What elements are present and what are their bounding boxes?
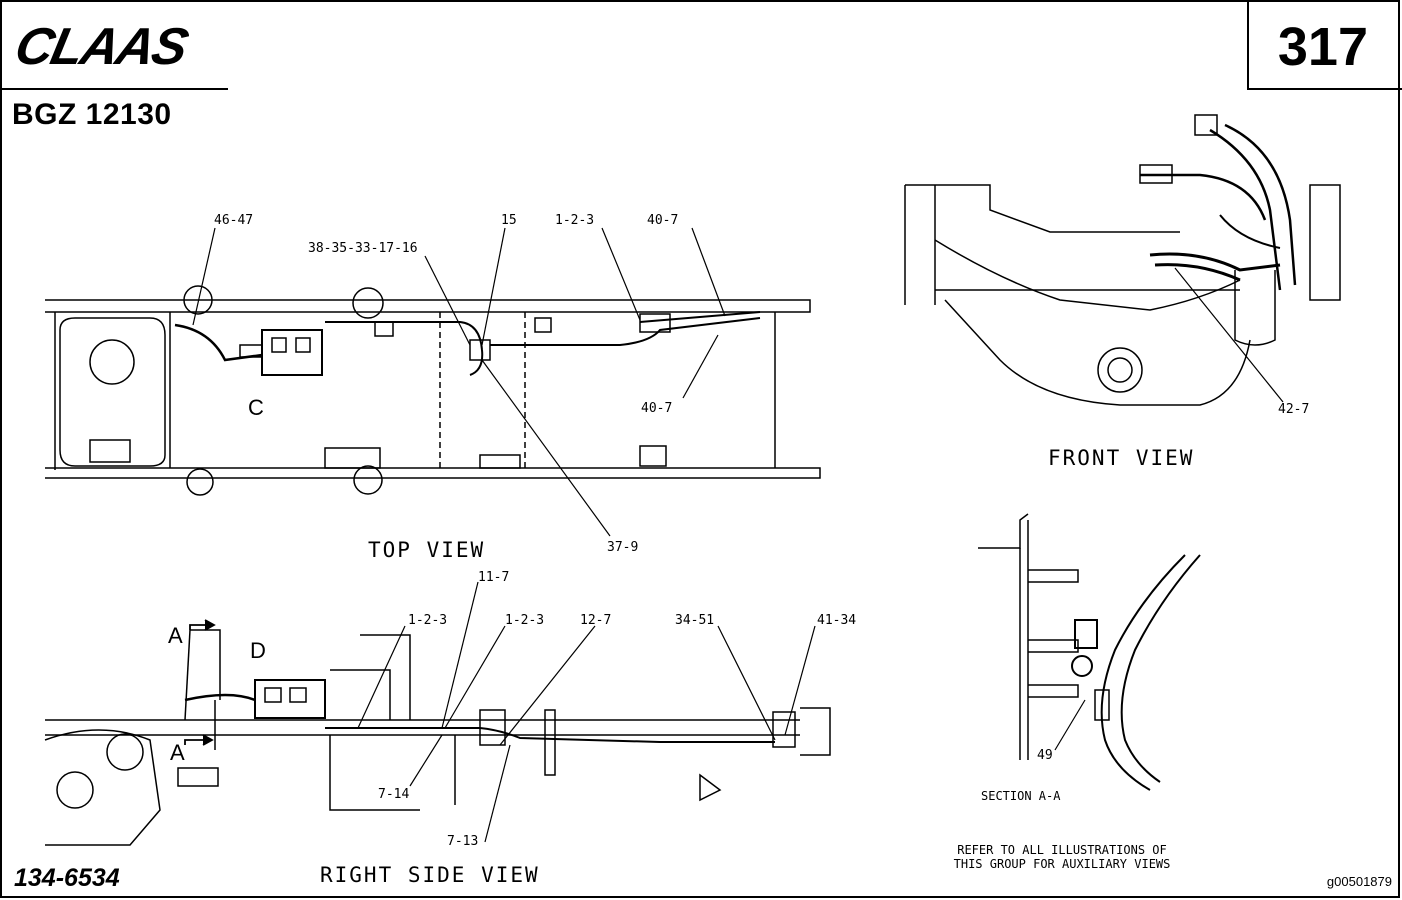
model-title: BGZ 12130: [12, 98, 172, 131]
section-leader: [1054, 699, 1086, 751]
callout-40-7-top: 40-7: [647, 213, 679, 228]
callout-7-14: 7-14: [378, 787, 410, 802]
right-side-view-drawing: [44, 629, 831, 846]
callout-41-34: 41-34: [817, 613, 857, 628]
callout-1-2-3-side-a: 1-2-3: [408, 613, 448, 628]
section-a-a-title: SECTION A-A: [981, 789, 1061, 803]
image-code: g00501879: [1326, 874, 1392, 889]
callout-37-9: 37-9: [607, 540, 639, 555]
callout-40-7-bottom: 40-7: [641, 401, 673, 416]
header-rule: [0, 88, 228, 90]
letter-c: C: [248, 395, 264, 420]
note-line-1: REFER TO ALL ILLUSTRATIONS OF: [957, 843, 1167, 857]
right-side-leaders: [357, 581, 816, 843]
auxiliary-views-note: REFER TO ALL ILLUSTRATIONS OF THIS GROUP…: [930, 843, 1194, 871]
top-view-title: TOP VIEW: [368, 538, 486, 562]
section-arrows: [184, 619, 216, 746]
section-marker-a-bottom: A: [170, 740, 185, 765]
page-number-box: 317: [1247, 0, 1402, 90]
callout-49: 49: [1037, 748, 1053, 763]
claas-logo: CLAAS: [12, 20, 194, 70]
letter-d: D: [250, 638, 266, 663]
callout-38-35-33-17-16: 38-35-33-17-16: [308, 241, 418, 256]
note-line-2: THIS GROUP FOR AUXILIARY VIEWS: [953, 857, 1171, 871]
callout-42-7: 42-7: [1278, 402, 1310, 417]
right-side-view-title: RIGHT SIDE VIEW: [320, 863, 540, 887]
callout-12-7: 12-7: [580, 613, 612, 628]
front-view-drawing: [904, 114, 1341, 406]
callout-1-2-3-top: 1-2-3: [555, 213, 595, 228]
top-view-drawing: [45, 285, 821, 496]
page-number: 317: [1277, 17, 1368, 77]
callout-1-2-3-side-b: 1-2-3: [505, 613, 545, 628]
callout-34-51: 34-51: [675, 613, 715, 628]
claas-logo-text: CLAAS: [12, 20, 194, 70]
front-view-leader: [1174, 267, 1284, 403]
callout-15: 15: [501, 213, 517, 228]
callout-11-7: 11-7: [478, 570, 510, 585]
part-number: 134-6534: [14, 864, 120, 892]
section-a-a-drawing: [978, 513, 1201, 791]
callout-46-47: 46-47: [214, 213, 254, 228]
top-view-leaders: [192, 227, 726, 537]
section-marker-a-top: A: [168, 623, 183, 648]
front-view-title: FRONT VIEW: [1048, 446, 1195, 470]
callout-7-13: 7-13: [447, 834, 479, 849]
